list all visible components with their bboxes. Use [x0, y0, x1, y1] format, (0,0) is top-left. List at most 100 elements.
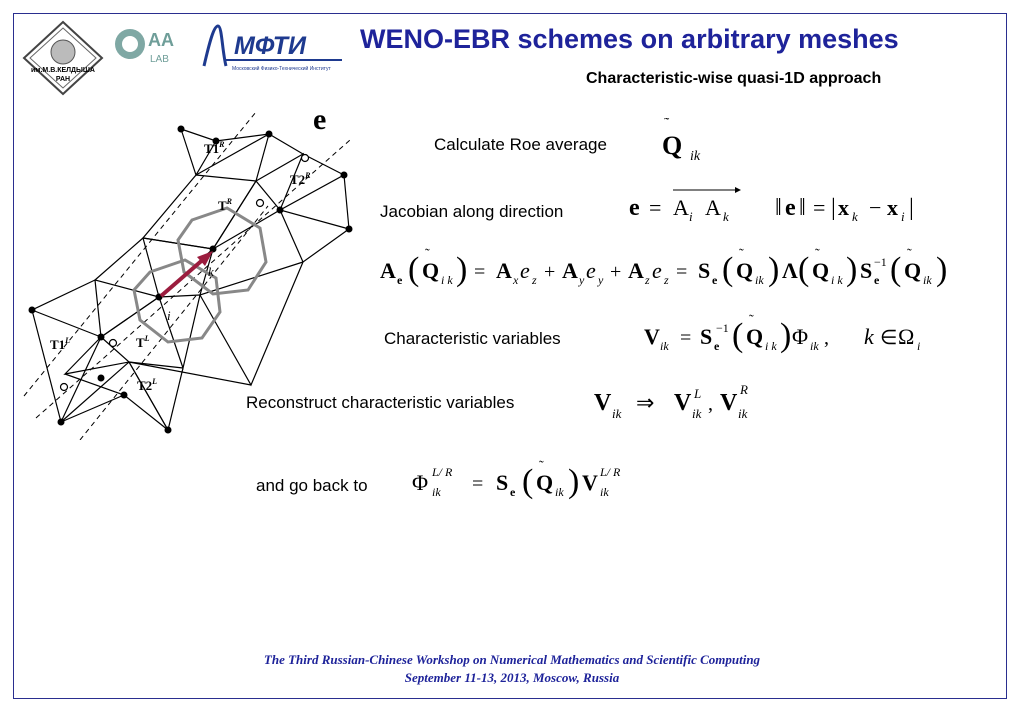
svg-text:ik: ik	[755, 273, 764, 287]
svg-text:e: e	[586, 258, 596, 283]
svg-text:e: e	[785, 195, 796, 221]
svg-text:y: y	[578, 273, 585, 287]
svg-text:V: V	[674, 390, 692, 416]
label-k: k	[208, 264, 214, 279]
svg-text:Q: Q	[422, 258, 439, 283]
label-t1r: T1R	[204, 140, 225, 156]
svg-text:ik: ik	[660, 339, 669, 353]
svg-text:): )	[780, 317, 791, 354]
svg-text:ik: ik	[432, 485, 441, 499]
svg-text:L: L	[693, 386, 701, 401]
formula-jacobian: A e ( ˜ Q i k ) = A x e z + A y e y + A …	[380, 246, 1000, 301]
svg-text:A: A	[705, 195, 721, 220]
svg-text:A: A	[673, 195, 689, 220]
svg-text:+: +	[610, 261, 621, 283]
step-jacobian-label: Jacobian along direction	[380, 202, 564, 221]
label-i: i	[167, 308, 171, 323]
svg-text:A: A	[496, 258, 512, 283]
mesh-diagram: T1R T2R TR T1L TL T2L k i e	[20, 100, 360, 441]
svg-text:): )	[568, 463, 579, 500]
svg-text:k: k	[864, 324, 875, 349]
svg-text:Q: Q	[662, 131, 682, 160]
svg-text:(: (	[890, 251, 901, 288]
svg-text:V: V	[644, 324, 660, 349]
svg-text:=: =	[676, 261, 687, 283]
svg-text:S: S	[496, 470, 508, 495]
svg-text:L/ R: L/ R	[599, 465, 621, 479]
svg-text:k: k	[852, 209, 858, 224]
svg-text:ik: ik	[690, 149, 701, 164]
svg-text:ik: ik	[810, 339, 819, 353]
svg-text:Λ: Λ	[782, 258, 798, 283]
svg-text:(: (	[522, 463, 533, 500]
svg-text:=: =	[680, 327, 691, 349]
svg-text:(: (	[732, 317, 743, 354]
svg-text:AA: AA	[148, 30, 174, 50]
svg-text:˜: ˜	[539, 459, 544, 474]
svg-text:Ω: Ω	[898, 324, 914, 349]
svg-text:−: −	[869, 195, 881, 220]
svg-text:−1: −1	[874, 255, 887, 269]
keldysh-logo: им.М.В.КЕЛДЫША РАН	[22, 20, 104, 96]
formula-reconstruct: V ik ⇒ V L ik , V R ik	[592, 378, 772, 433]
svg-text:|: |	[831, 195, 836, 221]
slide-subtitle: Characteristic-wise quasi-1D approach	[586, 70, 882, 87]
svg-text:x: x	[838, 195, 849, 220]
label-t2r: T2R	[290, 171, 311, 187]
slide-title: WENO-EBR schemes on arbitrary meshes	[360, 24, 899, 54]
svg-text:=: =	[474, 261, 485, 283]
svg-text:Φ: Φ	[412, 470, 428, 495]
svg-text:˜: ˜	[907, 247, 912, 262]
svg-text:=: =	[472, 473, 483, 495]
svg-text:e: e	[712, 273, 718, 287]
svg-text:˜: ˜	[749, 313, 754, 328]
svg-text:e: e	[874, 273, 880, 287]
svg-text:e: e	[510, 485, 516, 499]
formula-direction: e = A i A k ‖ e ‖ = | x k − x i |	[625, 182, 925, 237]
svg-text:˜: ˜	[815, 247, 820, 262]
svg-text:˜: ˜	[425, 247, 430, 262]
svg-text:A: A	[628, 258, 644, 283]
svg-text:ik: ik	[692, 406, 702, 421]
svg-text:V: V	[720, 390, 738, 416]
svg-text:): )	[846, 251, 857, 288]
svg-text:S: S	[860, 258, 872, 283]
svg-text:V: V	[582, 470, 598, 495]
step-roe-label: Calculate Roe average	[434, 135, 607, 154]
svg-text:ik: ik	[612, 406, 622, 421]
formula-roe-average: ˜ Q ik	[658, 115, 718, 173]
svg-text:,: ,	[708, 393, 713, 415]
svg-text:k: k	[723, 209, 729, 224]
svg-text:i: i	[917, 339, 920, 353]
svg-text:‖: ‖	[775, 195, 782, 221]
formula-characteristic: V ik = S e −1 ( ˜ Q i k ) Φ ik , k ∈ Ω i	[640, 312, 940, 367]
svg-text:ik: ik	[738, 406, 748, 421]
svg-text:им.М.В.КЕЛДЫША: им.М.В.КЕЛДЫША	[31, 67, 95, 74]
svg-text:Q: Q	[736, 258, 753, 283]
formula-goback: Φ L/ R ik = S e ( ˜ Q ik ) V L/ R ik	[410, 456, 660, 515]
svg-text:РАН: РАН	[56, 76, 70, 83]
svg-text:e: e	[397, 273, 403, 287]
svg-text:|: |	[909, 195, 914, 221]
svg-text:‖: ‖	[799, 195, 806, 221]
svg-text:e: e	[652, 258, 662, 283]
svg-text:i: i	[901, 209, 905, 224]
svg-text:LAB: LAB	[150, 54, 169, 65]
svg-text:L/ R: L/ R	[431, 465, 453, 479]
aa-lab-logo: AA LAB	[110, 22, 182, 68]
svg-text:z: z	[663, 273, 669, 287]
svg-text:z: z	[531, 273, 537, 287]
svg-text:=: =	[813, 195, 825, 220]
label-tl: TL	[136, 334, 150, 350]
svg-text:): )	[456, 251, 467, 288]
step-reconstruct-label: Reconstruct characteristic variables	[246, 393, 515, 412]
svg-text:y: y	[597, 273, 604, 287]
svg-text:∈: ∈	[880, 327, 897, 349]
mipt-logo: МФТИ Московский Физико-Технический Инсти…	[196, 20, 344, 74]
svg-text:Q: Q	[536, 470, 553, 495]
footer-line2: September 11-13, 2013, Moscow, Russia	[404, 670, 620, 685]
svg-text:R: R	[739, 382, 748, 397]
label-t2l: T2L	[137, 377, 157, 393]
svg-text:Φ: Φ	[792, 324, 808, 349]
svg-text:x: x	[887, 195, 898, 220]
